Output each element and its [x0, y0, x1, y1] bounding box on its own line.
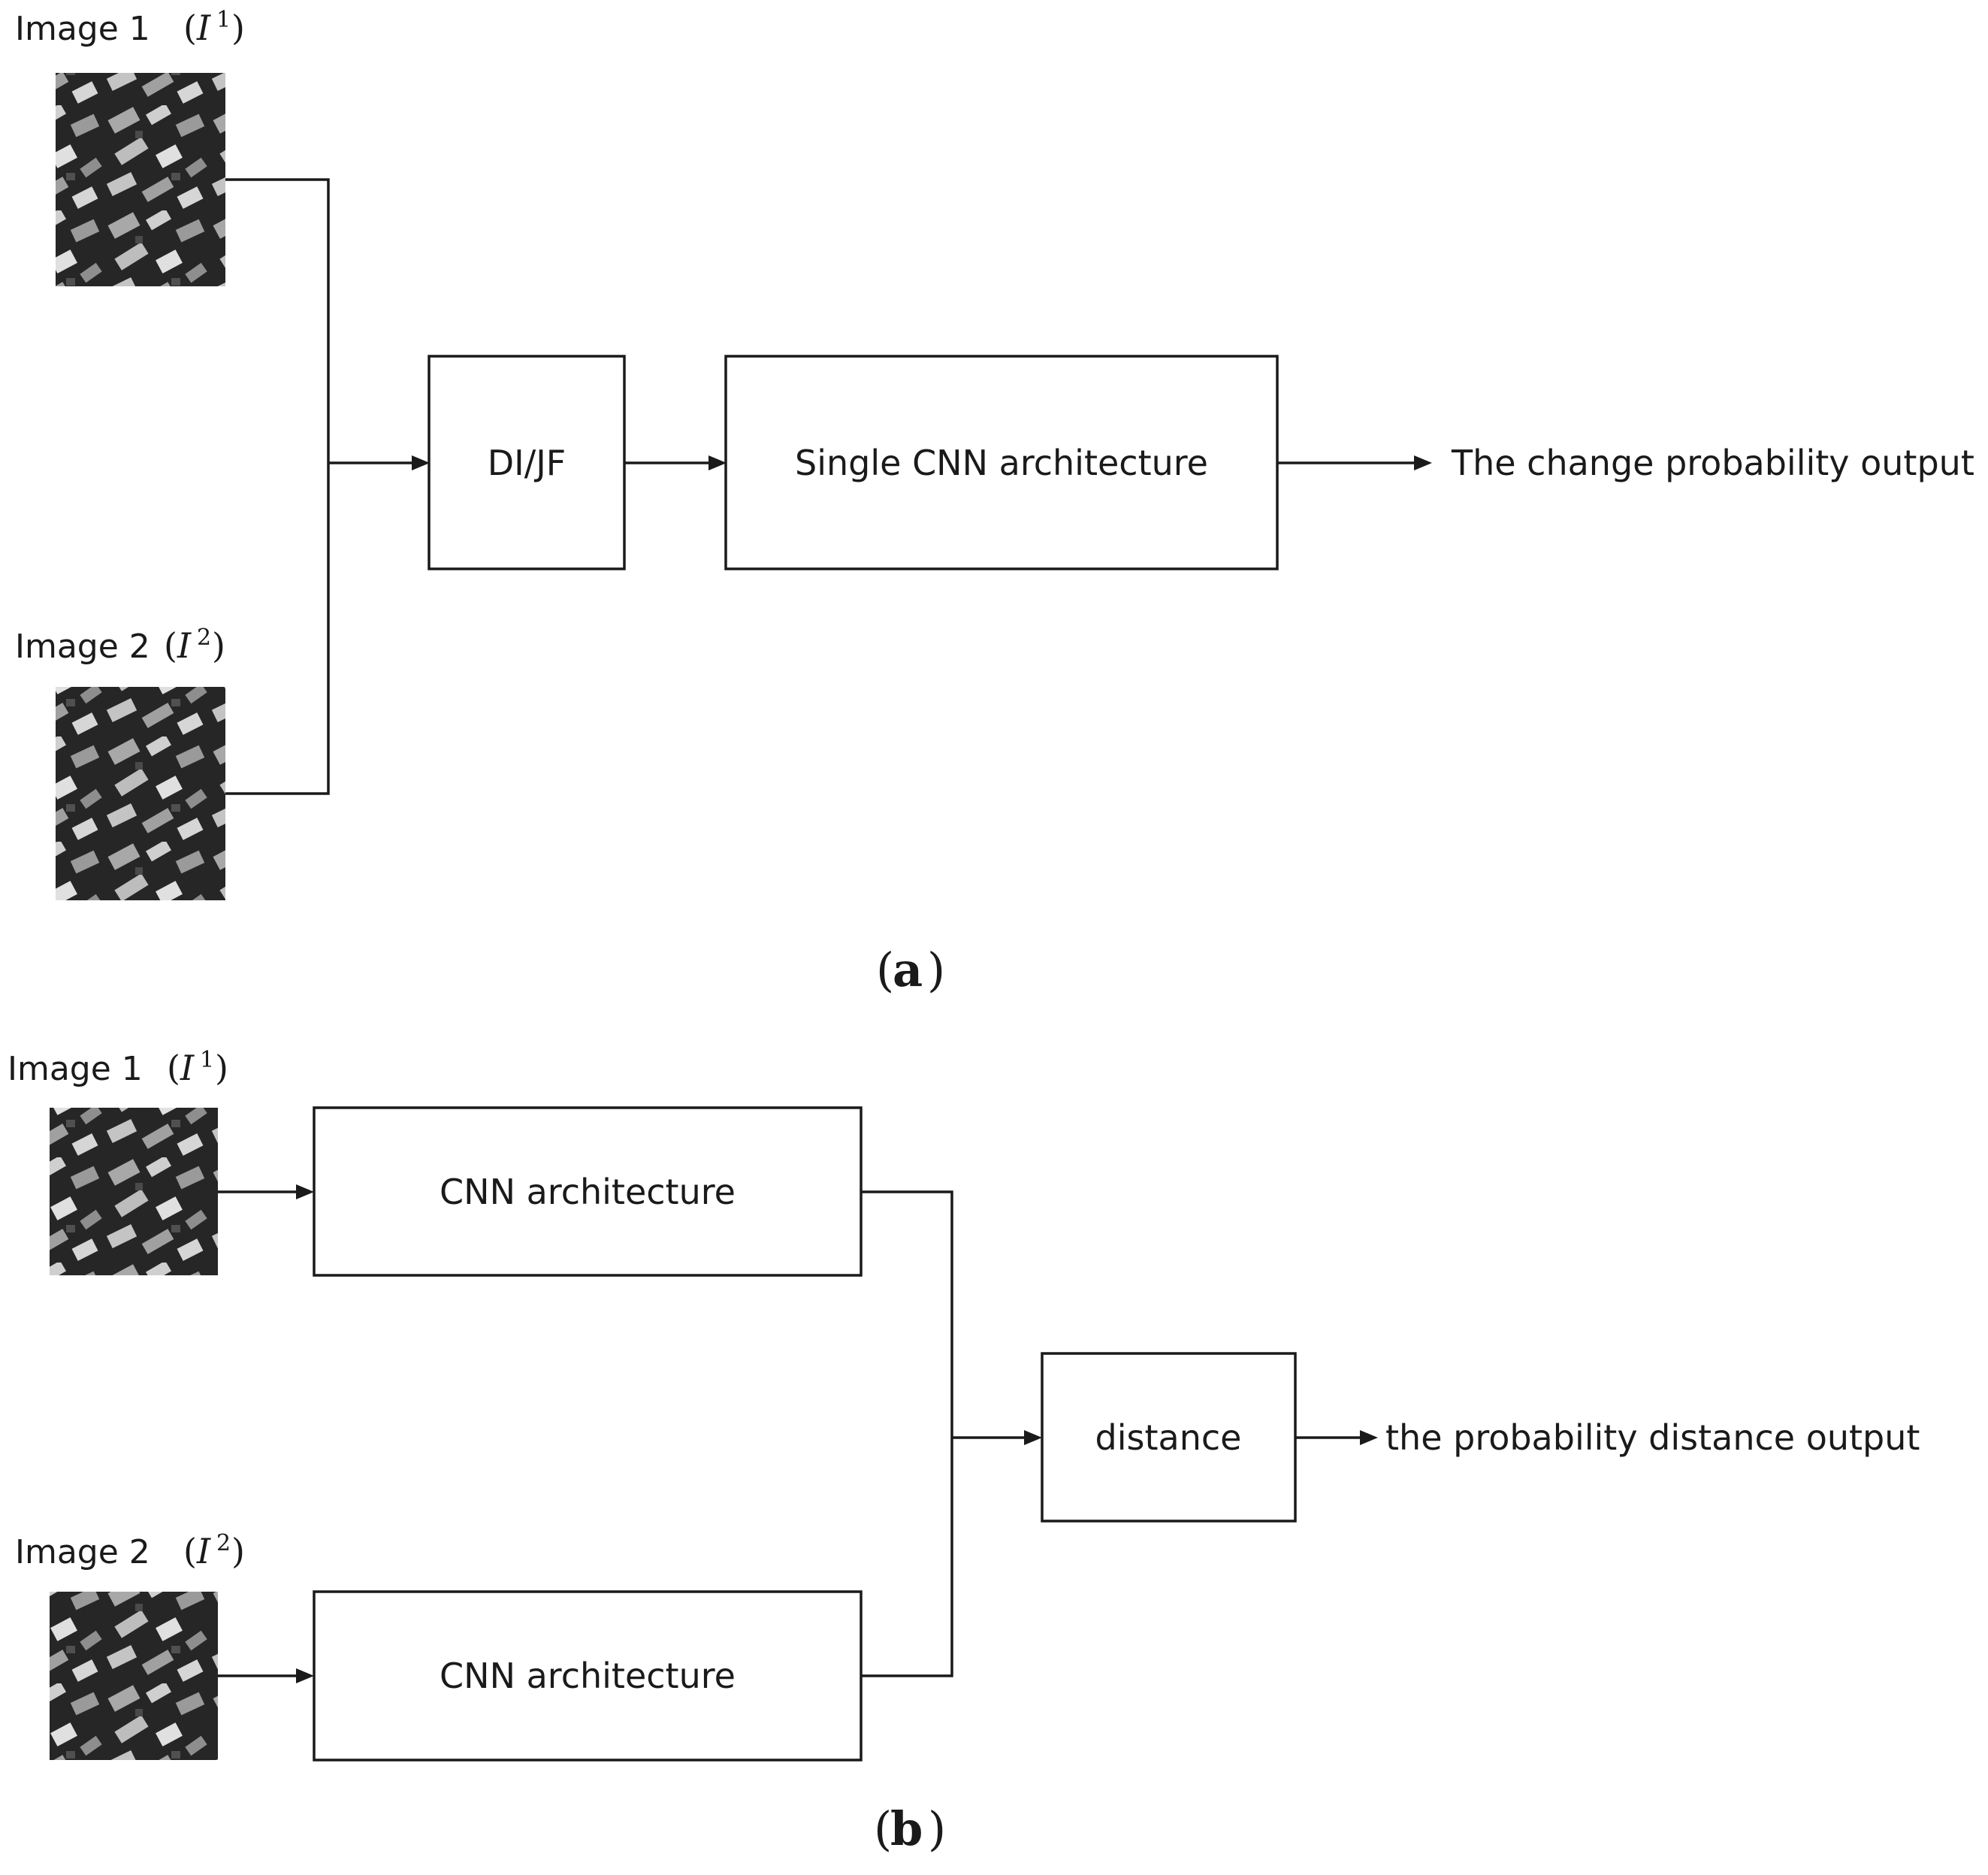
dijf-box: [428, 355, 626, 570]
output-b-label: the probability distance output: [1385, 1417, 1920, 1458]
image2-label: Image 2: [15, 628, 150, 666]
image2-superscript: 2: [197, 624, 211, 651]
caption-b-close: ): [928, 1801, 946, 1856]
image2-thumbnail-b: [50, 1592, 218, 1760]
image1-superscript: 1: [216, 7, 231, 33]
arrowhead-a3: [1414, 455, 1432, 470]
image2-paren-close-b: ): [231, 1531, 245, 1571]
image1-label-b: Image 1: [8, 1050, 143, 1088]
image2-symbol-b: I: [196, 1531, 211, 1571]
image2-symbol: I: [177, 625, 192, 666]
cnn-box-1-label: CNN architecture: [440, 1172, 736, 1212]
image1-paren-open-b: (: [167, 1048, 180, 1088]
image2-label-b: Image 2: [15, 1533, 150, 1571]
image2-paren-close: ): [212, 625, 225, 666]
arrowhead-a2: [708, 455, 727, 470]
cnn-box-2-label: CNN architecture: [440, 1656, 736, 1696]
merge-connector-a: [225, 178, 415, 795]
image1-paren-close-b: ): [215, 1048, 228, 1088]
distance-box-label: distance: [1095, 1417, 1242, 1458]
arrowhead-b3: [1024, 1430, 1042, 1445]
image2-superscript-b: 2: [216, 1530, 231, 1556]
output-a-label: The change probability output: [1451, 443, 1974, 483]
arrowhead-b2: [296, 1668, 314, 1683]
image2-thumbnail: [56, 687, 225, 900]
dijf-box-label: DI/JF: [488, 443, 566, 483]
arrowhead-b1: [296, 1184, 314, 1199]
image1-thumbnail: [56, 73, 225, 286]
image1-paren-close: ): [231, 8, 245, 48]
merge-connector-b: [861, 1190, 1027, 1677]
caption-a: a: [893, 942, 923, 997]
arrowhead-b4: [1360, 1430, 1378, 1445]
caption-b-open: (: [874, 1801, 892, 1856]
cnn-box-1: [313, 1106, 863, 1277]
caption-b: b: [890, 1801, 923, 1856]
image1-label: Image 1: [15, 10, 150, 48]
image1-thumbnail-b: [50, 1108, 218, 1275]
arrowhead-a1: [412, 455, 430, 470]
image2-paren-open: (: [164, 625, 177, 666]
cnn-box-2: [313, 1590, 863, 1762]
image2-paren-open-b: (: [183, 1531, 197, 1571]
single-cnn-box: [724, 355, 1279, 570]
image1-paren-open: (: [183, 8, 197, 48]
image1-superscript-b: 1: [200, 1047, 214, 1073]
caption-a-close: ): [927, 942, 945, 997]
panel-b: Image 1 ( I 1 ) CNN architecture Image 2…: [8, 1047, 1920, 1856]
distance-box: [1041, 1352, 1297, 1523]
single-cnn-box-label: Single CNN architecture: [795, 443, 1208, 483]
panel-a: Image 1 ( I 1 ) Image 2 ( I 2 ) DI/JF Si…: [15, 7, 1974, 997]
image1-symbol: I: [196, 8, 211, 48]
image1-symbol-b: I: [180, 1048, 195, 1088]
caption-a-open: (: [876, 942, 894, 997]
